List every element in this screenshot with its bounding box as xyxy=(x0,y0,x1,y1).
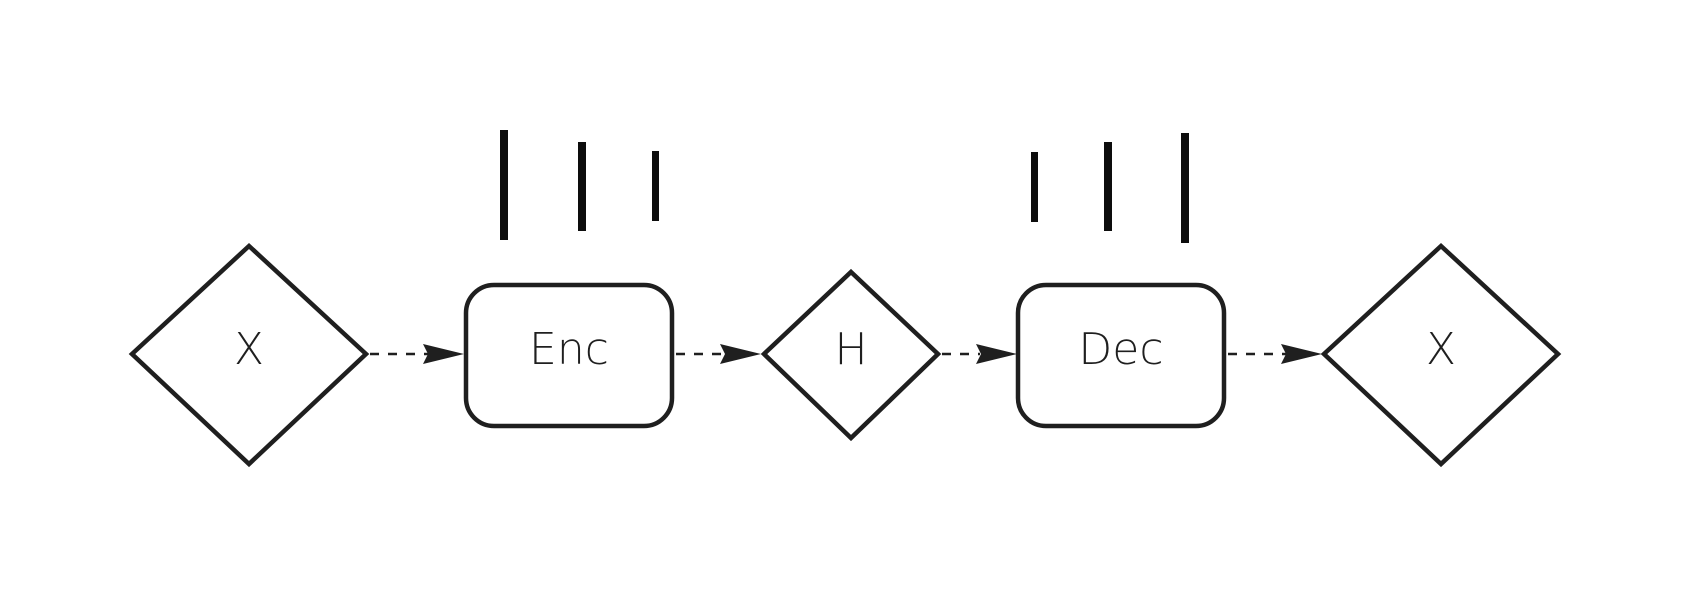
node-enc-box xyxy=(463,282,675,429)
enc-layer-bars xyxy=(500,130,659,240)
edge-enc-to-h-arrowhead xyxy=(720,344,761,364)
edge-dec-to-x xyxy=(1228,344,1322,364)
node-h-diamond xyxy=(760,268,942,442)
node-dec-box xyxy=(1015,282,1227,429)
node-enc: Enc xyxy=(463,282,675,429)
dec-bar-2 xyxy=(1104,142,1112,231)
node-dec: Dec xyxy=(1015,282,1227,429)
dec-bar-3 xyxy=(1181,133,1189,243)
edge-x-to-enc xyxy=(370,344,464,364)
node-x-output-label: X xyxy=(1426,324,1456,375)
dec-layer-bars xyxy=(1031,133,1189,243)
enc-bar-1 xyxy=(500,130,508,240)
node-dec-label: Dec xyxy=(1078,324,1163,375)
enc-bar-2 xyxy=(578,142,586,231)
edge-x-to-enc-arrowhead xyxy=(423,344,464,364)
edge-h-to-dec-arrowhead xyxy=(976,344,1017,364)
node-x-input: X xyxy=(128,242,370,468)
enc-bar-3 xyxy=(652,151,659,221)
node-x-output: X xyxy=(1320,242,1562,468)
edge-enc-to-h xyxy=(676,344,761,364)
edge-dec-to-x-arrowhead xyxy=(1281,344,1322,364)
node-x-output-diamond xyxy=(1320,242,1562,468)
node-h: H xyxy=(760,268,942,442)
edge-h-to-dec xyxy=(942,344,1017,364)
node-x-input-label: X xyxy=(234,324,264,375)
node-x-input-diamond xyxy=(128,242,370,468)
node-h-label: H xyxy=(834,324,867,375)
node-enc-label: Enc xyxy=(529,324,609,375)
dec-bar-1 xyxy=(1031,152,1038,222)
